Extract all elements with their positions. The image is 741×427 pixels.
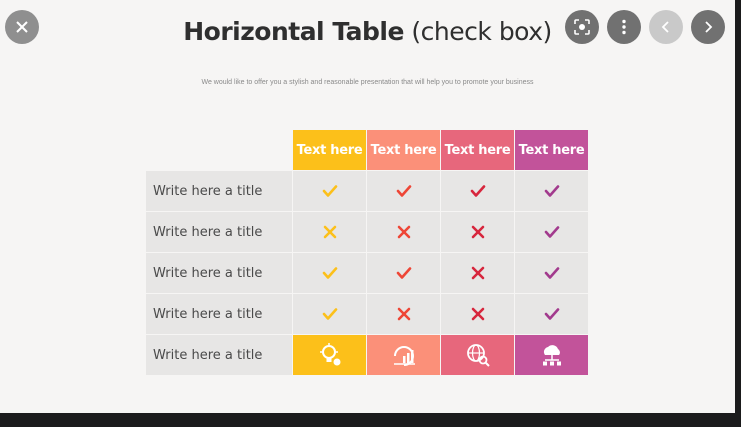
check-icon (544, 267, 559, 279)
cross-icon (471, 225, 484, 239)
row-title: Write here a title (146, 171, 292, 211)
mark-cell (367, 294, 440, 334)
check-icon (396, 185, 411, 197)
mark-cell (293, 253, 366, 293)
icon-cell (367, 335, 440, 375)
header-2: Text here (367, 130, 440, 170)
check-icon (544, 226, 559, 238)
cross-icon (397, 225, 410, 239)
check-icon (544, 308, 559, 320)
check-icon (322, 185, 337, 197)
mark-cell (515, 294, 588, 334)
mark-cell (515, 253, 588, 293)
slide-title: Horizontal Table (check box) (0, 17, 735, 46)
check-icon (544, 185, 559, 197)
more-vertical-icon (622, 19, 626, 35)
cross-icon (323, 225, 336, 239)
row-title: Write here a title (146, 294, 292, 334)
check-icon (396, 267, 411, 279)
mark-cell (367, 253, 440, 293)
mark-cell (515, 212, 588, 252)
row-title: Write here a title (146, 212, 292, 252)
icon-cell (293, 335, 366, 375)
header-4: Text here (515, 130, 588, 170)
lens-button[interactable] (565, 10, 599, 44)
slide-subtitle: We would like to offer you a stylish and… (201, 79, 534, 86)
title-light: (check box) (411, 17, 552, 46)
header-3: Text here (441, 130, 514, 170)
check-icon (322, 267, 337, 279)
next-button[interactable] (691, 10, 725, 44)
chevron-left-icon (661, 21, 669, 33)
close-button[interactable] (5, 10, 39, 44)
mark-cell (367, 212, 440, 252)
row-title: Write here a title (146, 253, 292, 293)
idea-icon (319, 343, 340, 366)
mark-cell (293, 171, 366, 211)
check-icon (470, 185, 485, 197)
comparison-table: Text here Text here Text here Text here … (146, 130, 588, 375)
close-icon (16, 21, 28, 33)
cloud-network-icon (542, 345, 561, 366)
title-bold: Horizontal Table (183, 17, 404, 46)
check-icon (322, 308, 337, 320)
cross-icon (471, 307, 484, 321)
table-corner (146, 130, 292, 170)
slide: Horizontal Table (check box) We would li… (0, 0, 735, 413)
cross-icon (397, 307, 410, 321)
chevron-right-icon (705, 21, 713, 33)
mark-cell (441, 294, 514, 334)
previous-button[interactable] (649, 10, 683, 44)
header-1: Text here (293, 130, 366, 170)
mark-cell (441, 212, 514, 252)
mark-cell (293, 294, 366, 334)
global-search-icon (466, 344, 490, 367)
mark-cell (515, 171, 588, 211)
icon-cell (515, 335, 588, 375)
more-options-button[interactable] (607, 10, 641, 44)
mark-cell (441, 171, 514, 211)
mark-cell (367, 171, 440, 211)
icon-cell (441, 335, 514, 375)
lens-icon (574, 19, 590, 35)
chart-icon (393, 346, 415, 366)
cross-icon (471, 266, 484, 280)
mark-cell (441, 253, 514, 293)
row-title: Write here a title (146, 335, 292, 375)
mark-cell (293, 212, 366, 252)
